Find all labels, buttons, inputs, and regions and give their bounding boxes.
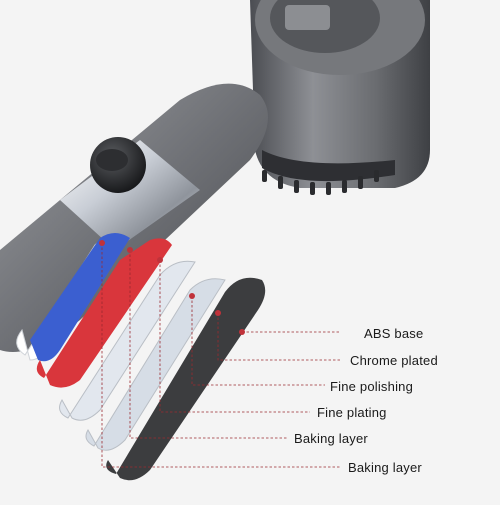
- leader-lines: [101, 243, 340, 468]
- layer-label-abs-base: ABS base: [364, 326, 424, 341]
- layer-label-fine-plating: Fine plating: [317, 405, 387, 420]
- layer-label-baking-layer-2: Baking layer: [348, 460, 422, 475]
- layer-label-fine-polishing: Fine polishing: [330, 379, 414, 394]
- leader-dots: [99, 240, 245, 335]
- layer-label-chrome-plated: Chrome plated: [350, 353, 438, 368]
- layer-label-baking-layer-1: Baking layer: [294, 431, 368, 446]
- nozzle-row: [262, 170, 379, 195]
- shower-handle: [0, 83, 268, 353]
- shower-head: [250, 0, 430, 195]
- layer-stack: [16, 233, 266, 481]
